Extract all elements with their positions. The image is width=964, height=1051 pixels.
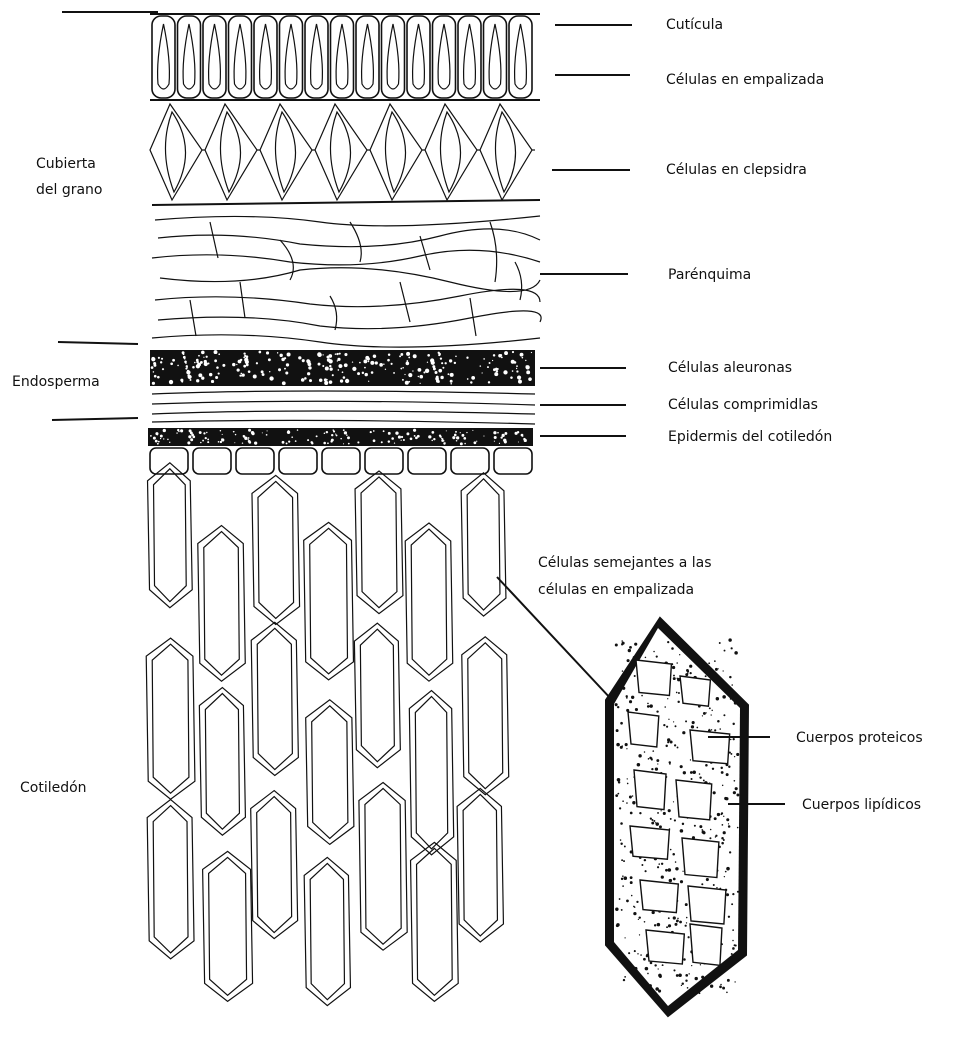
label-callout-line1: Células semejantes a las [538,555,712,571]
label-parenquima: Parénquima [668,267,751,283]
label-clepsidra: Células en clepsidra [666,162,807,178]
label-empalizada: Células en empalizada [666,72,824,88]
inset-cell [606,618,748,1016]
label-comprimidas: Células comprimidlas [668,397,818,413]
label-endosperma: Endosperma [12,374,100,390]
hourglass-bottom-edge [152,200,540,205]
right-leader-lines [540,25,632,436]
label-cubierta-line1: Cubierta [36,156,96,172]
cotyledon-cell-layer [146,463,508,1006]
hourglass-cell-layer [150,104,535,200]
parenchyma-layer [152,216,541,347]
label-aleuronas: Células aleuronas [668,360,792,376]
label-lipidicos: Cuerpos lipídicos [802,797,921,813]
label-callout-line2: células en empalizada [538,582,694,598]
label-epidermis: Epidermis del cotiledón [668,429,832,445]
label-cuticula: Cutícula [666,17,723,33]
epidermal-cells-row [150,448,532,474]
label-cotiledon: Cotiledón [20,780,87,796]
label-proteicos: Cuerpos proteicos [796,730,923,746]
compressed-cells-layer [152,391,535,424]
label-cubierta-line2: del grano [36,182,103,198]
palisade-cell-layer [152,16,532,98]
